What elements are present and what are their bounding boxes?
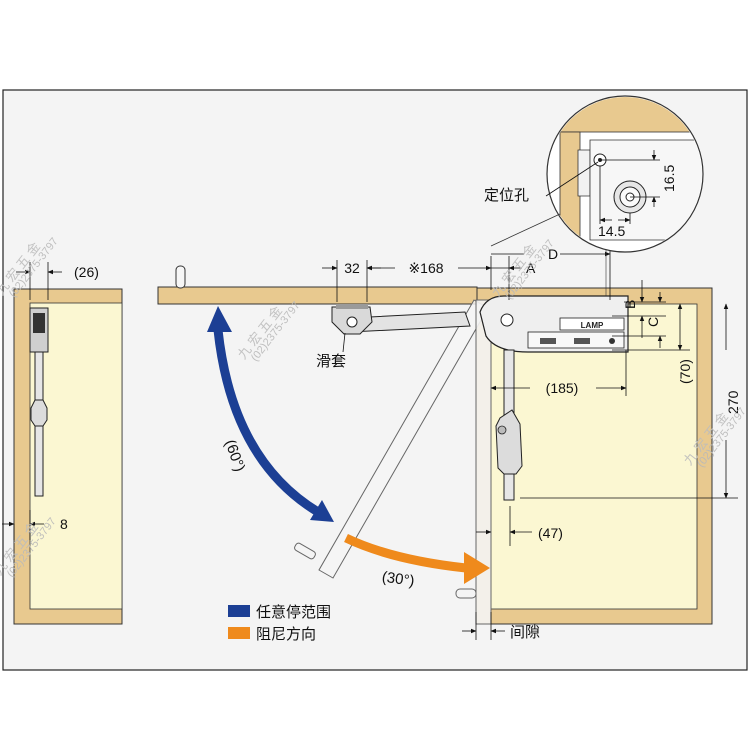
angle-damping: (30°) bbox=[381, 569, 416, 590]
label-slide-sleeve: 滑套 bbox=[316, 353, 346, 370]
legend-free-stop: 任意停范围 bbox=[256, 603, 331, 621]
lid-open bbox=[157, 286, 478, 305]
dim-A: A bbox=[526, 260, 536, 276]
dim-270: 270 bbox=[725, 390, 741, 414]
side-view-cabinet bbox=[13, 288, 123, 625]
dim-47: (47) bbox=[538, 525, 563, 541]
dim-8: 8 bbox=[60, 516, 68, 532]
legend-swatch-free-stop bbox=[228, 605, 250, 617]
dim-185: (185) bbox=[546, 380, 579, 396]
dim-B: B bbox=[622, 300, 638, 309]
stay-mechanism: LAMP bbox=[479, 295, 629, 501]
dim-C: C bbox=[645, 317, 661, 327]
lid-knob bbox=[175, 265, 186, 289]
dim-32: 32 bbox=[344, 260, 360, 276]
label-gap: 间隙 bbox=[510, 624, 540, 641]
lid-ghost-closed bbox=[455, 299, 492, 625]
dim-26: (26) bbox=[74, 264, 99, 280]
damping-arrow bbox=[344, 533, 490, 584]
free-stop-arrow bbox=[207, 306, 334, 522]
legend-damping: 阻尼方向 bbox=[256, 626, 316, 643]
brand-label: LAMP bbox=[581, 321, 604, 330]
dim-168: ※168 bbox=[408, 260, 443, 276]
dim-D: D bbox=[548, 246, 558, 262]
legend-swatch-damping bbox=[228, 627, 250, 639]
label-locating-hole: 定位孔 bbox=[484, 187, 529, 204]
dim-14-5: 14.5 bbox=[598, 223, 625, 239]
dim-70: (70) bbox=[677, 359, 693, 384]
dim-16-5: 16.5 bbox=[661, 165, 677, 192]
stay-arm bbox=[331, 304, 471, 335]
